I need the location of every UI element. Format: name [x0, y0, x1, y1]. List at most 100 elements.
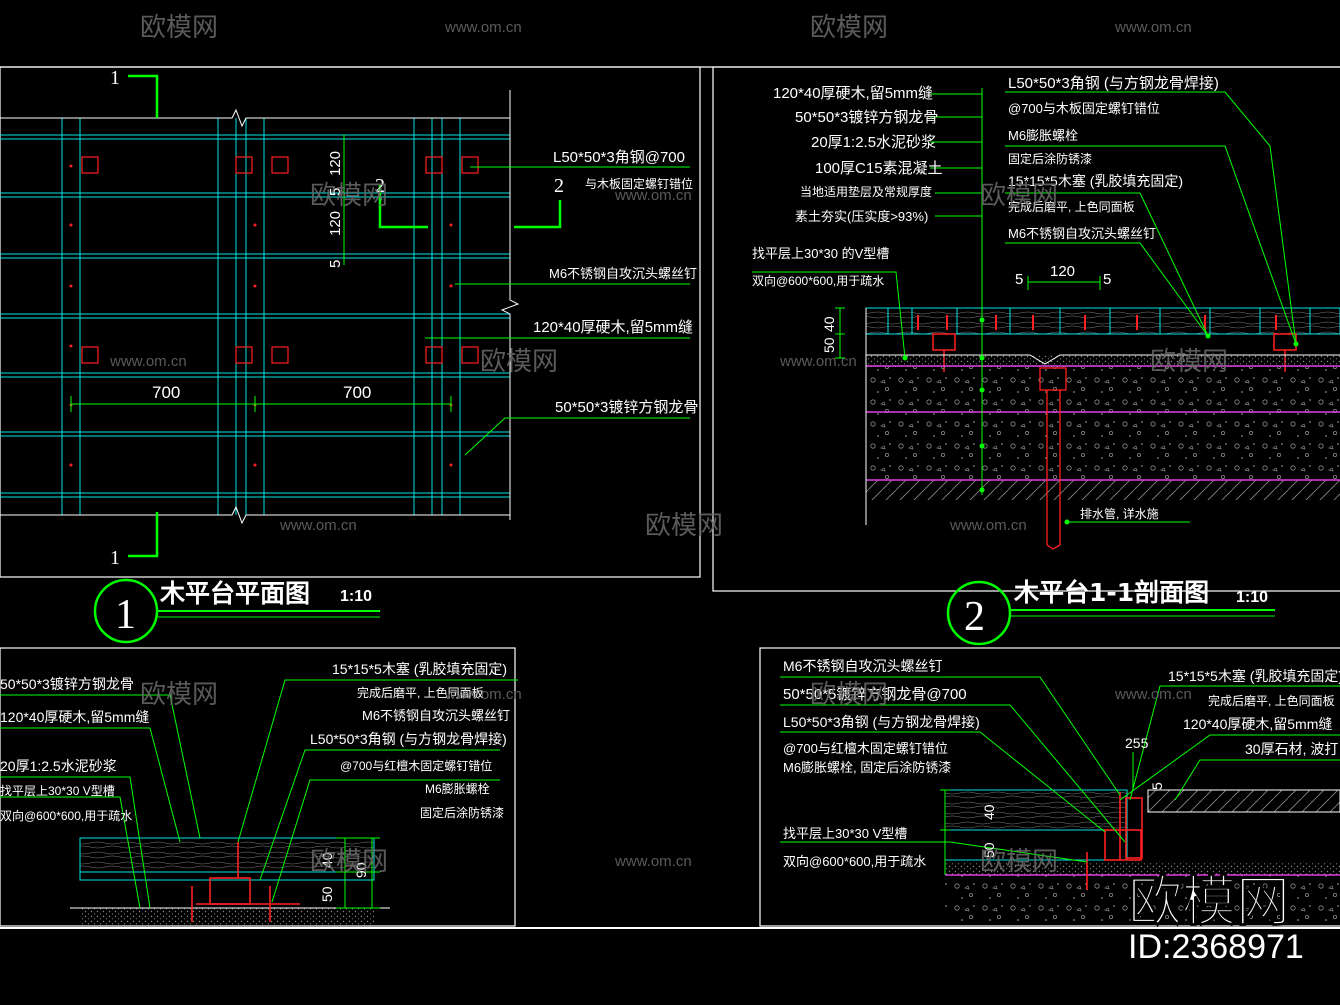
- plan-label-angle: L50*50*3角钢@700: [553, 149, 685, 166]
- detail-left-dim-50: 50: [319, 886, 335, 902]
- plan-title-number: 1: [115, 592, 136, 638]
- detail-left-label-joist: 50*50*3镀锌方钢龙骨: [0, 676, 134, 692]
- section-left-leaders: [752, 88, 983, 495]
- section-deck-boards: [865, 307, 1340, 335]
- watermark-url: www.om.cn: [614, 853, 692, 870]
- plan-label-wood: 120*40厚硬木,留5mm缝: [533, 319, 693, 336]
- detail-right-label-screw: M6不锈钢自攻沉头螺丝钉: [783, 658, 942, 674]
- section-label-finish: 完成后磨平, 上色同面板: [1008, 199, 1135, 214]
- plan-dim-120-top: 120: [327, 151, 344, 176]
- plan-angle-brackets: [81, 156, 479, 364]
- section-substrate-layers: [865, 308, 1340, 525]
- plan-section-mark-2-left: 2: [375, 175, 385, 197]
- detail-right-dim-255: 255: [1125, 735, 1149, 751]
- detail-left-label-wood: 120*40厚硬木,留5mm缝: [0, 709, 149, 725]
- section-label-angle-note: @700与木板固定螺钉错位: [1008, 101, 1160, 116]
- detail-left-view: 50*50*3镀锌方钢龙骨 120*40厚硬木,留5mm缝 20厚1:2.5水泥…: [0, 661, 518, 926]
- section-label-plug: 15*15*5木塞 (乳胶填充固定): [1008, 173, 1183, 189]
- watermarks: 欧模网 www.om.cn 欧模网 www.om.cn 欧模网 www.om.c…: [109, 13, 1228, 877]
- detail-left-label-vgroove: 找平层上30*30 V型槽: [0, 784, 115, 798]
- watermark-url: www.om.cn: [444, 686, 522, 703]
- detail-right-leaders: [780, 676, 1340, 875]
- detail-left-label-plug: 15*15*5木塞 (乳胶填充固定): [332, 661, 507, 677]
- section-label-bolt: M6膨胀螺栓: [1008, 128, 1078, 143]
- section-title-number: 2: [964, 594, 985, 640]
- plan-screw-dots: [69, 164, 453, 467]
- section-leader-nodes: [902, 317, 1299, 525]
- section-dim-50: 50: [821, 337, 837, 353]
- section-right-leaders: [1005, 91, 1297, 523]
- brand-badge: 欧模网 ID:2368971: [1128, 870, 1304, 967]
- section-screws: [917, 315, 1277, 330]
- section-title-block: [946, 580, 1275, 646]
- watermark-url: www.om.cn: [779, 353, 857, 370]
- section-dim-40: 40: [821, 316, 837, 332]
- section-label-soil: 素土夯实(压实度>93%): [795, 209, 928, 224]
- plan-dimension-lines: [70, 135, 452, 412]
- detail-right-label-joist: 50*50*5镀锌方钢龙骨@700: [783, 686, 967, 703]
- detail-left-dim-40: 40: [319, 852, 335, 868]
- section-dim-5-right: 5: [1103, 271, 1111, 288]
- brand-badge-id: ID:2368971: [1128, 928, 1304, 966]
- section-title: 木平台1-1剖面图: [1013, 578, 1209, 607]
- detail-left-label-bolt: M6膨胀螺栓: [425, 781, 490, 796]
- watermark-brand: 欧模网: [480, 347, 558, 377]
- plan-dim-700-right: 700: [343, 383, 371, 402]
- watermark-brand: 欧模网: [1150, 347, 1228, 377]
- plan-break-lines: [0, 90, 520, 525]
- section-label-wood: 120*40厚硬木,留5mm缝: [773, 85, 933, 102]
- watermark-url: www.om.cn: [614, 187, 692, 204]
- section-label-vgroove-note: 双向@600*600,用于疏水: [752, 273, 884, 288]
- brand-badge-title: 欧模网: [1128, 870, 1290, 933]
- watermark-brand: 欧模网: [810, 680, 888, 710]
- section-view: 120*40厚硬木,留5mm缝 50*50*3镀锌方钢龙骨 20厚1:2.5水泥…: [752, 75, 1340, 646]
- section-label-cushion: 当地适用垫层及常规厚度: [800, 184, 932, 199]
- watermark-url: www.om.cn: [444, 19, 522, 36]
- detail-right-view: M6不锈钢自攻沉头螺丝钉 50*50*5镀锌方钢龙骨@700 L50*50*3角…: [780, 658, 1340, 926]
- plan-dim-120-bottom: 120: [327, 211, 344, 236]
- section-label-vgroove: 找平层上30*30 的V型槽: [752, 246, 889, 261]
- detail-right-label-vgroove-note: 双向@600*600,用于疏水: [783, 854, 926, 869]
- plan-scale: 1:10: [340, 588, 372, 605]
- plan-section-mark-1-bottom: 1: [110, 547, 120, 569]
- plan-section-cut-lines: [128, 74, 562, 558]
- plan-label-angle-note: 与木板固定螺钉错位: [585, 176, 693, 191]
- detail-left-label-rustproof: 固定后涂防锈漆: [420, 805, 504, 820]
- section-label-screw: M6不锈钢自攻沉头螺丝钉: [1008, 226, 1156, 241]
- section-dimension-lines: [835, 276, 1101, 359]
- watermark-brand: 欧模网: [140, 680, 218, 710]
- section-dim-120: 120: [1050, 263, 1075, 280]
- section-drain-pipe: [1039, 367, 1067, 550]
- detail-left-label-vgroove-note: 双向@600*600,用于疏水: [0, 808, 132, 823]
- plan-title-block: [93, 578, 380, 644]
- plan-horizontal-joists: [0, 134, 510, 498]
- plan-vertical-joists: [61, 118, 461, 515]
- detail-left-label-screw: M6不锈钢自攻沉头螺丝钉: [362, 708, 510, 723]
- watermark-brand: 欧模网: [310, 847, 388, 877]
- detail-right-dim-50: 50: [981, 842, 997, 858]
- detail-left-label-finish: 完成后磨平, 上色同面板: [357, 685, 484, 700]
- section-label-angle: L50*50*3角钢 (与方钢龙骨焊接): [1008, 75, 1219, 92]
- watermark-url: www.om.cn: [949, 517, 1027, 534]
- detail-right-dim-5: 5: [1149, 782, 1165, 790]
- detail-right-label-angle: L50*50*3角钢 (与方钢龙骨焊接): [783, 714, 980, 730]
- watermark-brand: 欧模网: [310, 181, 388, 211]
- section-label-mortar: 20厚1:2.5水泥砂浆: [811, 133, 936, 151]
- detail-right-label-stone: 30厚石材, 波打: [1245, 741, 1338, 757]
- section-label-joist: 50*50*3镀锌方钢龙骨: [795, 109, 938, 126]
- plan-dim-5-bottom: 5: [327, 260, 344, 268]
- plan-view: 1 1 2 2 700 700 120 5 120 5 L50*50*3角钢@7…: [0, 67, 698, 644]
- plan-label-joist: 50*50*3镀锌方钢龙骨: [555, 399, 698, 416]
- section-label-concrete: 100厚C15素混凝土: [815, 160, 943, 177]
- watermark-brand: 欧模网: [980, 847, 1058, 877]
- detail-right-label-vgroove: 找平层上30*30 V型槽: [783, 826, 907, 841]
- watermark-brand: 欧模网: [645, 511, 723, 541]
- plan-label-screw: M6不锈钢自攻沉头螺丝钉: [549, 266, 697, 281]
- watermark-url: www.om.cn: [109, 353, 187, 370]
- watermark-brand: 欧模网: [810, 13, 888, 43]
- watermark-url: www.om.cn: [1114, 19, 1192, 36]
- plan-section-mark-2-right: 2: [554, 175, 564, 197]
- detail-left-leaders: [0, 679, 518, 909]
- watermark-url: www.om.cn: [1114, 686, 1192, 703]
